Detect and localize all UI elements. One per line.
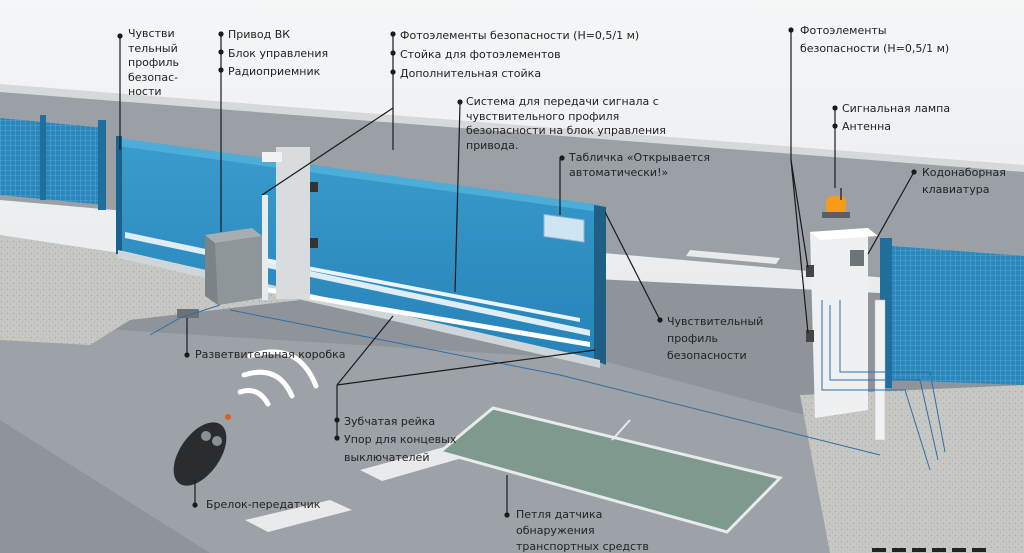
label-line: выключателей	[344, 451, 430, 464]
label-line: клавиатура	[922, 183, 990, 196]
left-fence	[0, 115, 106, 210]
signal-lamp	[822, 188, 850, 218]
label-photocell-right: Фотоэлементы безопасности (H=0,5/1 м)	[800, 22, 949, 58]
cable-left	[149, 304, 221, 336]
sidewalk-left	[0, 235, 300, 345]
label-line: Фотоэлементы безопасности (H=0,5/1 м)	[400, 29, 640, 42]
label-rack-group: Зубчатая рейка Упор для концевых выключа…	[344, 413, 456, 467]
label-line: Дополнительная стойка	[400, 67, 542, 80]
label-auto-sign: Табличка «Открывается автоматически!»	[569, 151, 710, 180]
cable-road	[229, 309, 881, 456]
label-line: Сигнальная лампа	[842, 102, 951, 115]
label-line: Фотоэлементы	[800, 24, 887, 37]
label-line: привода.	[466, 138, 519, 152]
label-line: Антенна	[842, 120, 892, 133]
far-road	[0, 88, 1024, 290]
label-line: Система для передачи сигнала с	[466, 95, 659, 108]
label-line: обнаружения	[516, 524, 595, 537]
label-photocell-group: Фотоэлементы безопасности (H=0,5/1 м) Ст…	[400, 26, 639, 83]
label-line: безопасности (H=0,5/1 м)	[800, 42, 950, 55]
label-line: безопасности	[667, 349, 747, 362]
photocell-post-left	[262, 147, 318, 300]
label-line: Зубчатая рейка	[344, 415, 436, 428]
label-line: Чувствительный	[667, 315, 764, 328]
label-junction-box: Разветвительная коробка	[195, 348, 346, 363]
label-line: транспортных средств	[516, 540, 649, 553]
label-keypad: Кодонаборная клавиатура	[922, 164, 1006, 198]
right-cables	[821, 300, 946, 471]
label-lamp-group: Сигнальная лампа Антенна	[842, 100, 950, 136]
drive-unit	[205, 228, 262, 305]
signal-waves	[237, 349, 319, 407]
leader-lines	[119, 30, 915, 515]
label-line: профиль	[667, 332, 718, 345]
label-sensitive-profile-left: Чувстви тельный профиль безопас- ности	[128, 27, 179, 100]
corner-mark	[872, 548, 986, 552]
label-line: профиль	[128, 56, 179, 69]
label-line: Кодонаборная	[922, 166, 1006, 179]
label-remote: Брелок-передатчик	[206, 498, 320, 513]
label-line: Упор для концевых	[344, 433, 457, 446]
label-line: Табличка «Открывается	[569, 151, 710, 164]
label-line: Привод ВК	[228, 28, 291, 41]
label-line: Петля датчика	[516, 508, 603, 521]
sidewalk-right	[800, 385, 1024, 553]
road-marking-3	[686, 250, 780, 264]
label-line: чувствительного профиля	[466, 109, 620, 123]
label-line: Брелок-передатчик	[206, 498, 321, 511]
road-marking-1	[245, 500, 352, 532]
label-line: безопас-	[128, 70, 179, 84]
label-line: Блок управления	[228, 46, 329, 60]
label-sensitive-profile-right: Чувствительный профиль безопасности	[667, 313, 763, 364]
vehicle-loop	[436, 406, 783, 534]
label-signal-system: Система для передачи сигнала с чувствите…	[466, 95, 666, 153]
label-line: безопасности на блок управления	[466, 124, 666, 137]
label-line: Стойка для фотоэлементов	[400, 48, 561, 61]
label-line: автоматически!»	[569, 165, 669, 179]
label-line: ности	[128, 85, 162, 98]
label-drive-group: Привод ВК Блок управления Радиоприемник	[228, 26, 328, 82]
label-line: Радиоприемник	[228, 65, 321, 78]
junction-box	[177, 309, 199, 318]
label-line: Чувстви	[128, 27, 175, 40]
leader-dots	[117, 27, 917, 518]
right-fence	[874, 238, 1024, 441]
label-line: тельный	[128, 41, 178, 55]
label-loop: Петля датчика обнаружения транспортных с…	[516, 507, 649, 553]
far-curb	[0, 84, 1024, 172]
right-pillar	[806, 228, 878, 418]
label-line: Разветвительная коробка	[195, 348, 346, 361]
remote-control	[173, 414, 231, 486]
